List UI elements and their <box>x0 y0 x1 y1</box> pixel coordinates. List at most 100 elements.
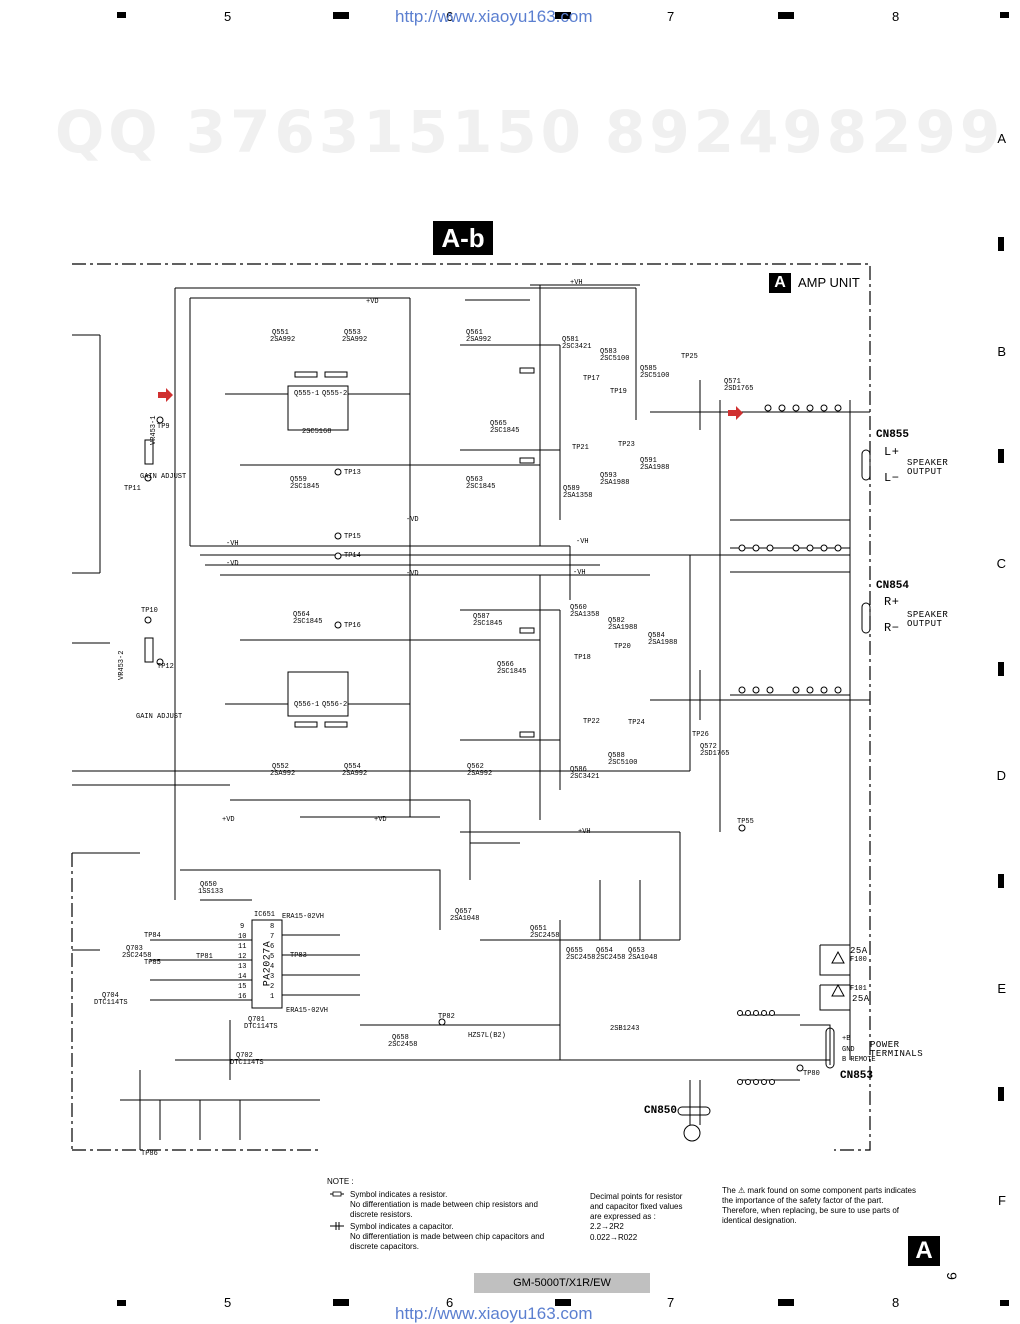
footer-url[interactable]: http://www.xiaoyu163.com <box>395 1304 593 1323</box>
part-label: 2SA1988 <box>608 624 638 632</box>
transistor-label: Q556-1 <box>294 701 320 709</box>
part-label: 2SC1845 <box>490 427 520 435</box>
tp24-label: TP24 <box>628 719 645 727</box>
transistor-label: Q564 <box>293 611 310 619</box>
transistor-label: Q560 <box>570 604 587 612</box>
cn855-name: CN855 <box>876 429 910 441</box>
tp9-label: TP9 <box>157 423 170 431</box>
part-label: 2SD1765 <box>700 750 730 758</box>
ruler-bar <box>778 1299 794 1306</box>
transistor-label: Q566 <box>497 661 514 669</box>
part-label: 2SC1845 <box>466 483 496 491</box>
tp14-label: TP14 <box>344 552 361 560</box>
rail-label: +VH <box>578 828 591 836</box>
part-label: 2SC3421 <box>570 773 600 781</box>
tp21-label: TP21 <box>572 444 589 452</box>
part-label: 2SA1988 <box>600 479 630 487</box>
ruler-bar <box>778 12 794 19</box>
part-label: 2SA992 <box>467 770 493 778</box>
part-label: 2SC1845 <box>290 483 320 491</box>
note-resistor-3: discrete resistors. <box>350 1210 413 1219</box>
transistor-label: Q553 <box>344 329 361 337</box>
transistor-label: Q651 <box>530 925 547 933</box>
tp81-label: TP81 <box>196 953 213 961</box>
part-label: 2SC1845 <box>473 620 503 628</box>
ruler-row-e: E <box>997 981 1006 996</box>
transistor-label: Q551 <box>272 329 289 337</box>
part-label: ERA15-02VH <box>282 913 325 921</box>
part-label: 2SA1988 <box>640 464 670 472</box>
ic-pin: 3 <box>270 973 275 981</box>
part-label: 2SD1765 <box>724 385 754 393</box>
tp20-label: TP20 <box>614 643 631 651</box>
part-label: 2SC5100 <box>640 372 670 380</box>
tp82-label: TP82 <box>438 1013 455 1021</box>
part-label: ERA15-02VH <box>286 1007 329 1015</box>
watermark-number: 892498299 <box>605 98 1005 166</box>
note-resistor-1: Symbol indicates a resistor. <box>350 1190 448 1199</box>
watermark-qq: QQ 376315150 <box>55 98 586 166</box>
transistor-label: Q650 <box>200 881 217 889</box>
transistor-label: Q704 <box>102 992 119 1000</box>
part-label: 2SA992 <box>466 336 492 344</box>
tp19-label: TP19 <box>610 388 627 396</box>
ruler-col-5: 5 <box>224 9 232 24</box>
note-decimal-1: Decimal points for resistor <box>590 1192 683 1201</box>
note-heading: NOTE : <box>327 1177 354 1186</box>
transistor-label: Q589 <box>563 485 580 493</box>
ic-pin: 4 <box>270 963 275 971</box>
rail-label: -VH <box>573 569 586 577</box>
cn854-pin-r-minus: R− <box>884 621 900 635</box>
transistor-label: Q559 <box>290 476 307 484</box>
preset-label: VR453-1 <box>150 415 158 445</box>
transistor-label: Q701 <box>248 1016 265 1024</box>
tp55-label: TP55 <box>737 818 754 826</box>
ruler-bar <box>998 449 1004 463</box>
ic-pin: 7 <box>270 933 275 941</box>
fuse-ref: F100 <box>850 956 867 964</box>
part-label: 2SC5100 <box>600 355 630 363</box>
ruler-col-6: 6 <box>446 9 454 24</box>
tp22-label: TP22 <box>583 718 600 726</box>
gain-adjust-label: GAIN ADJUST <box>136 713 183 721</box>
note-safety-2: the importance of the safety factor of t… <box>722 1196 884 1205</box>
gain-adjust-label: GAIN ADJUST <box>140 473 187 481</box>
part-label: 2SA1358 <box>563 492 593 500</box>
part-label: 2SC2458 <box>530 932 560 940</box>
transistor-label: Q555-1 <box>294 390 320 398</box>
transistor-label: Q561 <box>466 329 483 337</box>
page-letter: A <box>908 1236 940 1266</box>
ruler-bar <box>998 662 1004 676</box>
unit-label: AMP UNIT <box>798 275 860 290</box>
part-label: 2SB1243 <box>610 1025 640 1033</box>
fuse-rating: 25A <box>852 994 870 1004</box>
cn853-pin-gnd: GND <box>842 1046 855 1054</box>
tp11-label: TP11 <box>124 485 141 493</box>
ic-pin: 12 <box>238 953 247 961</box>
transistor-label: Q555-2 <box>322 390 348 398</box>
ruler-mark <box>1000 1300 1009 1306</box>
transistor-label: Q582 <box>608 617 625 625</box>
tp26-label: TP26 <box>692 731 709 739</box>
transistor-label: Q591 <box>640 457 657 465</box>
part-label: 2SC5168 <box>302 428 332 436</box>
header-url[interactable]: http://www.xiaoyu163.com <box>395 7 593 26</box>
cn853-label-terminals: TERMINALS <box>870 1049 924 1059</box>
ruler-col-7: 7 <box>667 1295 675 1310</box>
note-decimal-3: are expressed as : <box>590 1212 656 1221</box>
note-decimal-4: 2.2→2R2 <box>590 1222 624 1231</box>
cn854-label-output: OUTPUT <box>907 619 943 629</box>
ruler-mark <box>1000 12 1009 18</box>
ruler-col-5: 5 <box>224 1295 232 1310</box>
tp16-label: TP16 <box>344 622 361 630</box>
note-capacitor-3: discrete capacitors. <box>350 1242 419 1251</box>
transistor-label: Q581 <box>562 336 579 344</box>
part-label: DTC114TS <box>244 1023 278 1031</box>
part-label: 2SC1845 <box>293 618 323 626</box>
ruler-col-7: 7 <box>667 9 675 24</box>
ruler-mark <box>117 1300 126 1306</box>
rail-label: -VD <box>406 516 419 524</box>
ic-pin: 14 <box>238 973 247 981</box>
unit-badge: A <box>769 273 791 293</box>
transistor-label: Q556-2 <box>322 701 348 709</box>
